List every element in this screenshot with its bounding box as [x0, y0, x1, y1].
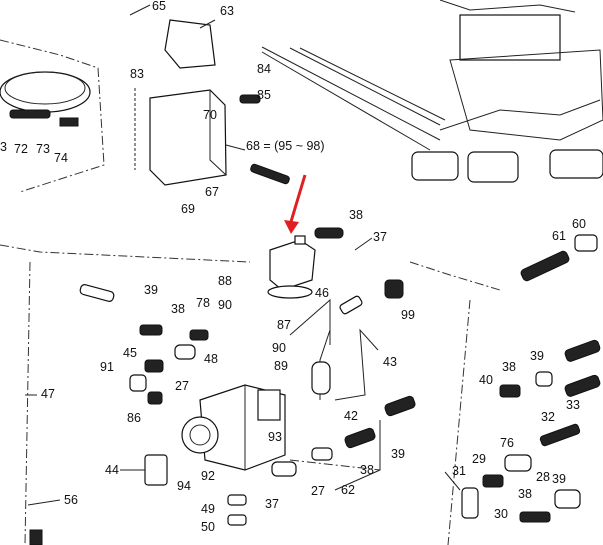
- callout-label: 93: [268, 430, 282, 444]
- boundary-main: [0, 244, 251, 263]
- callout-label: 68 = (95 ~ 98): [246, 139, 325, 153]
- callout-label: 56: [64, 493, 78, 507]
- callout-label: 61: [552, 229, 566, 243]
- callout-label: 33: [566, 398, 580, 412]
- callout-label: 31: [452, 464, 466, 478]
- callout-label: 32: [541, 410, 555, 424]
- boundary-bottom: [289, 459, 381, 471]
- callout-label: 83: [130, 67, 144, 81]
- callout-label: 92: [201, 469, 215, 483]
- callout-label: 49: [201, 502, 215, 516]
- red-arrow-indicator: [288, 174, 307, 226]
- callout-label: 27: [311, 484, 325, 498]
- callout-label: 87: [277, 318, 291, 332]
- callout-label: 28: [536, 470, 550, 484]
- callout-label: 94: [177, 479, 191, 493]
- boundary-right: [409, 261, 501, 291]
- fittings: [29, 94, 601, 545]
- callout-label: 72: [14, 142, 28, 156]
- callout-label: 46: [315, 286, 329, 300]
- hose-coil: [0, 71, 91, 127]
- callout-label: 30: [494, 507, 508, 521]
- callout-label: 88: [218, 274, 232, 288]
- callout-label: 3: [0, 140, 7, 154]
- callout-label: 90: [218, 298, 232, 312]
- milling-machine-illustration: [261, 0, 603, 183]
- red-arrow-head: [284, 220, 299, 234]
- callout-label: 39: [391, 447, 405, 461]
- callout-label: 38: [518, 487, 532, 501]
- callout-label: 90: [272, 341, 286, 355]
- callout-label: 37: [373, 230, 387, 244]
- callout-label: 69: [181, 202, 195, 216]
- callout-label: 27: [175, 379, 189, 393]
- callout-label: 63: [220, 4, 234, 18]
- pump-assembly: [181, 384, 286, 471]
- callout-label: 67: [205, 185, 219, 199]
- callout-label: 89: [274, 359, 288, 373]
- solenoid-valve: [267, 235, 316, 299]
- callout-label: 65: [152, 0, 166, 13]
- filter-43: [311, 329, 331, 400]
- callout-label: 84: [257, 62, 271, 76]
- bracket-63: [164, 19, 216, 69]
- callout-label: 39: [552, 472, 566, 486]
- callout-label: 42: [344, 409, 358, 423]
- callout-label: 47: [41, 387, 55, 401]
- callout-label: 39: [144, 283, 158, 297]
- callout-label: 40: [479, 373, 493, 387]
- callout-label: 38: [502, 360, 516, 374]
- callout-label: 29: [472, 452, 486, 466]
- boundary-right-vertical: [447, 299, 471, 545]
- callout-label: 48: [204, 352, 218, 366]
- callout-label: 38: [360, 463, 374, 477]
- callout-label: 76: [500, 436, 514, 450]
- callout-label: 37: [265, 497, 279, 511]
- callout-label: 62: [341, 483, 355, 497]
- callout-label: 43: [383, 355, 397, 369]
- callout-label: 70: [203, 108, 217, 122]
- callout-label: 38: [349, 208, 363, 222]
- boundary-left: [24, 261, 31, 545]
- callout-label: 50: [201, 520, 215, 534]
- callout-label: 38: [171, 302, 185, 316]
- callout-label: 73: [36, 142, 50, 156]
- callout-label: 44: [105, 463, 119, 477]
- callout-label: 74: [54, 151, 68, 165]
- callout-label: 86: [127, 411, 141, 425]
- leader-lines: [25, 4, 461, 506]
- valve-box: [149, 89, 227, 186]
- callout-label: 78: [196, 296, 210, 310]
- callout-label: 91: [100, 360, 114, 374]
- callout-label: 85: [257, 88, 271, 102]
- callout-label: 45: [123, 346, 137, 360]
- callout-label: 99: [401, 308, 415, 322]
- boundary-top-left: [0, 39, 105, 193]
- callout-label: 60: [572, 217, 586, 231]
- callout-label: 39: [530, 349, 544, 363]
